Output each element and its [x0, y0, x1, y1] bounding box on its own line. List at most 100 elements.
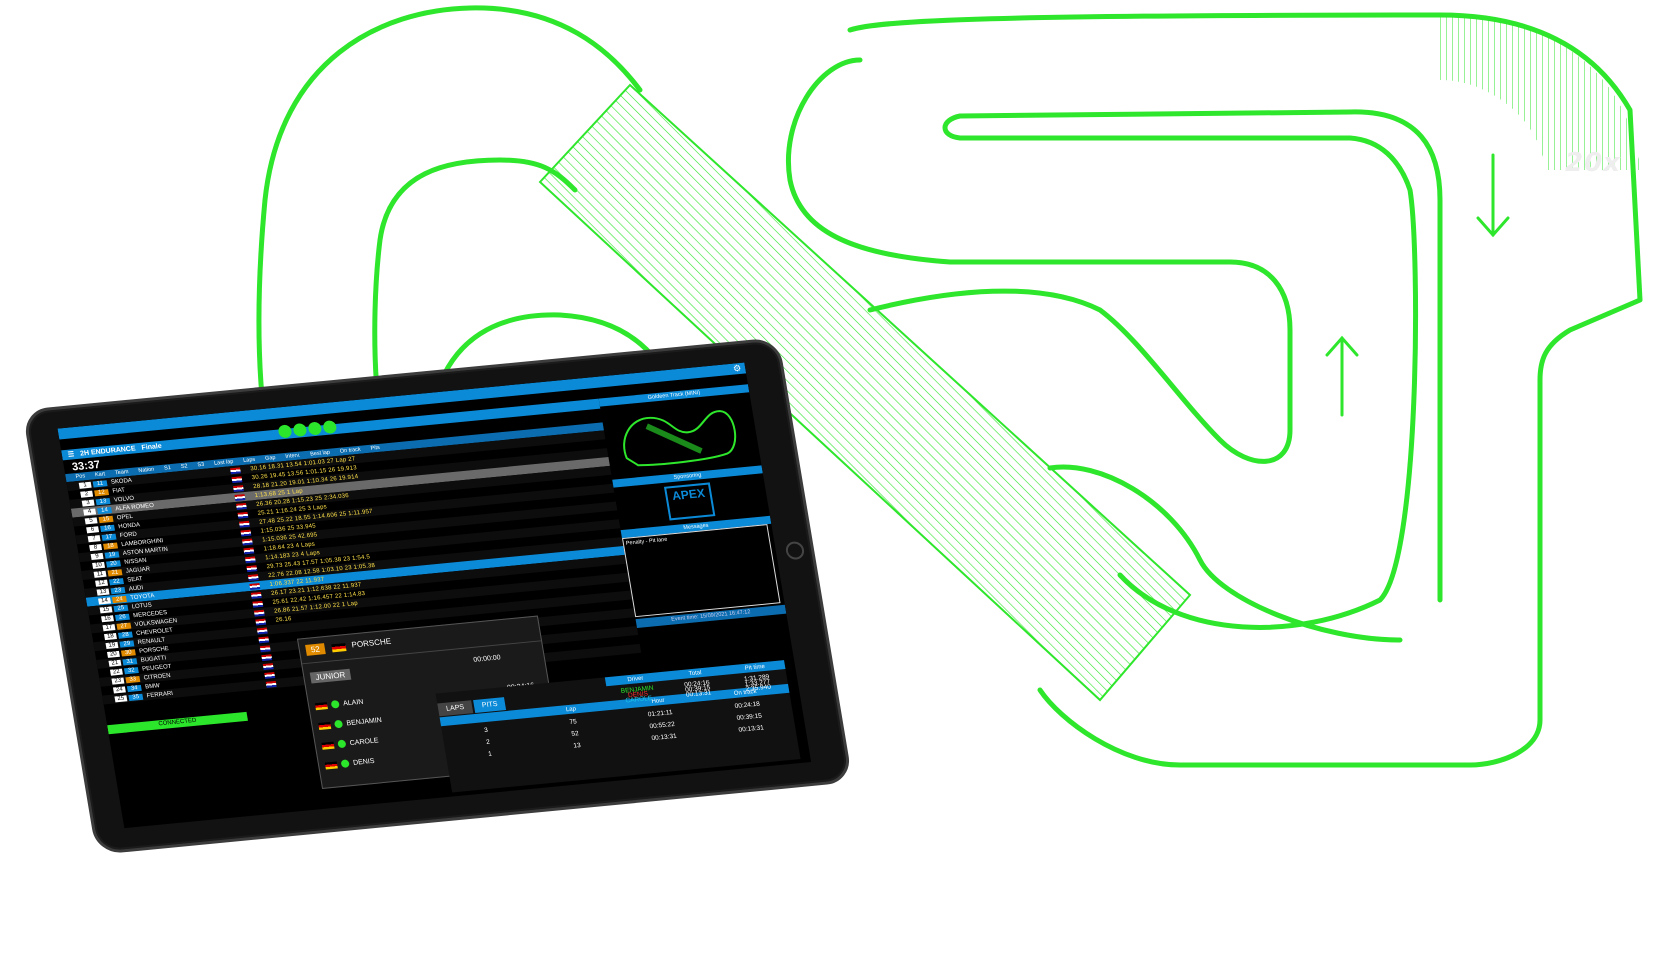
hatched-straight: [538, 83, 1192, 702]
position-cell: 11: [93, 570, 107, 578]
direction-arrow-2: [1325, 335, 1359, 417]
flag-icon: [264, 671, 276, 679]
kart-number-cell: 28: [117, 630, 133, 639]
track-right-frame: [847, 12, 1643, 768]
flag-icon: [232, 484, 244, 492]
kart-number-cell: 24: [111, 595, 127, 603]
flag-icon: [252, 600, 264, 608]
flag-icon: [237, 511, 249, 519]
gear-icon[interactable]: ⚙: [732, 362, 742, 374]
track-lower-right: [1047, 464, 1403, 643]
menu-icon[interactable]: ☰: [67, 451, 75, 459]
column-header[interactable]: Laps: [242, 456, 256, 464]
flag-icon: [256, 627, 268, 634]
position-cell: 5: [84, 516, 98, 524]
flag-icon: [250, 591, 262, 599]
position-cell: 3: [81, 499, 95, 507]
driver-name: BENJAMIN: [345, 716, 383, 727]
flag-icon: [261, 653, 273, 661]
kart-number-cell: 29: [119, 639, 135, 648]
flag-icon: [265, 680, 277, 688]
kart-number-cell: 17: [101, 533, 117, 541]
kart-number-cell: 11: [92, 479, 108, 487]
flag-icon: [255, 618, 267, 626]
flag-icon: [249, 582, 261, 590]
team-name: PORSCHE: [350, 636, 392, 650]
position-cell: 16: [100, 614, 114, 622]
position-cell: 20: [106, 650, 120, 658]
flag-icon: [243, 546, 255, 554]
column-header[interactable]: S2: [180, 463, 189, 470]
flag-icon: [324, 760, 338, 770]
flag-icon: [246, 564, 258, 572]
position-cell: 15: [99, 605, 113, 613]
kart-number-cell: 27: [116, 622, 132, 630]
flag-icon: [241, 538, 253, 545]
position-cell: 25: [114, 694, 128, 702]
kart-number-cell: 31: [122, 657, 138, 665]
category-badge: JUNIOR: [309, 668, 352, 684]
position-cell: 14: [97, 596, 111, 605]
flag-icon: [234, 493, 246, 501]
position-cell: 8: [89, 543, 102, 551]
position-cell: 23: [111, 677, 125, 685]
flag-icon: [244, 555, 256, 563]
track-label: 20x: [1565, 148, 1621, 178]
kart-number-cell: 14: [97, 506, 112, 514]
position-cell: 2: [80, 490, 94, 498]
light-2: [292, 422, 308, 438]
kart-number-cell: 34: [126, 684, 142, 692]
position-cell: 22: [109, 668, 123, 676]
flag-icon: [262, 662, 274, 670]
kart-number-cell: 19: [104, 550, 120, 559]
mini-track-map: [623, 410, 737, 467]
helmet-icon: [330, 699, 340, 709]
flag-icon: [314, 701, 328, 710]
position-cell: 13: [96, 588, 110, 596]
kart-number-cell: 12: [94, 488, 109, 496]
position-cell: 9: [90, 552, 104, 560]
start-lights: [277, 420, 338, 439]
position-cell: 21: [108, 659, 122, 667]
kart-number-cell: 15: [98, 515, 114, 523]
flag-icon: [238, 520, 250, 528]
kart-number-cell: 21: [107, 568, 123, 576]
helmet-icon: [340, 759, 350, 768]
kart-number-cell: 22: [108, 577, 124, 585]
driver-name: DENIS: [352, 757, 376, 767]
kart-number-cell: 32: [123, 666, 139, 674]
kart-number-cell: 20: [105, 559, 121, 568]
flag-icon: [229, 466, 241, 474]
column-header[interactable]: S1: [163, 465, 172, 472]
flag-icon: [258, 635, 270, 643]
kart-number-cell: 13: [95, 497, 111, 505]
flag-icon: [253, 609, 265, 617]
flag-icon: [235, 502, 247, 510]
column-header[interactable]: Gap: [264, 454, 277, 462]
session-name: Finale: [140, 442, 163, 452]
flag-icon: [321, 741, 335, 750]
column-header[interactable]: Kart: [94, 471, 106, 479]
timing-values: 26.16: [275, 615, 293, 624]
total-time: 00:00:00: [472, 654, 502, 664]
column-header[interactable]: Pits: [370, 444, 381, 452]
column-header[interactable]: Pos: [75, 473, 86, 481]
position-cell: 12: [94, 579, 108, 587]
position-cell: 10: [92, 561, 105, 569]
position-cell: 4: [83, 507, 97, 516]
session-title: 2H ENDURANCE: [79, 444, 137, 458]
light-1: [277, 424, 293, 439]
flag-icon: [259, 644, 271, 652]
position-cell: 1: [78, 481, 92, 489]
kart-number-badge: 52: [305, 643, 326, 656]
apex-logo: APEX: [663, 482, 716, 521]
column-header[interactable]: S3: [197, 461, 205, 469]
direction-arrow-1: [1476, 153, 1510, 238]
kart-number-cell: 16: [100, 524, 115, 532]
position-cell: 18: [103, 632, 117, 640]
helmet-icon: [333, 719, 344, 729]
light-3: [307, 421, 323, 436]
message-text: Penalty - Pit lane: [625, 536, 668, 547]
